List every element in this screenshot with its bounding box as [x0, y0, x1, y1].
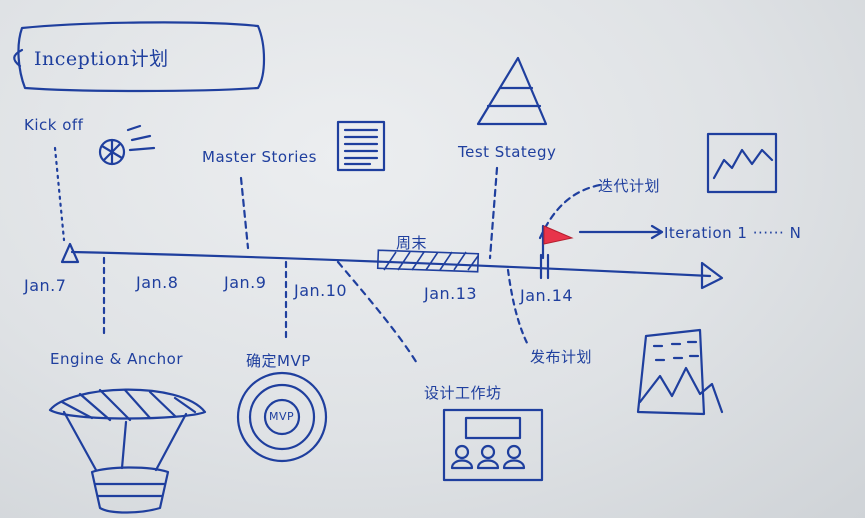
workshop-board-icon: [442, 408, 544, 482]
date-label: Jan.13: [424, 284, 478, 303]
confirm-mvp-label: 确定MVP: [246, 352, 311, 370]
weekend-hatch: [376, 249, 480, 273]
date-label: Jan.10: [294, 281, 348, 300]
kickoff-label: Kick off: [24, 116, 84, 134]
plan-title: Inception计划: [34, 48, 169, 70]
title-frame: [17, 21, 266, 93]
line-chart-icon: [706, 132, 778, 194]
iteration-arrow: [578, 224, 664, 240]
iteration-plan-label: 迭代计划: [598, 177, 661, 195]
start-triangle: [60, 242, 80, 264]
break-marks: [539, 253, 550, 280]
test-strategy-dashed-line: [488, 166, 499, 260]
release-plan-label: 发布计划: [530, 348, 593, 366]
mvp-target-icon: [236, 371, 328, 463]
engine-anchor-label: Engine & Anchor: [50, 350, 184, 368]
timeline-axis: [70, 250, 712, 278]
master-stories-dashed-line: [239, 176, 250, 250]
timeline-arrowhead: [700, 261, 724, 290]
red-flag: [543, 225, 574, 245]
kickoff-dotted-line: [53, 146, 66, 242]
master-stories-label: Master Stories: [202, 148, 317, 166]
title-brace: [13, 48, 24, 68]
date-label: Jan.9: [224, 273, 267, 292]
weekend-label: 周末: [396, 234, 428, 252]
pyramid-icon: [476, 56, 548, 126]
design-workshop-label: 设计工作坊: [424, 384, 502, 402]
release-dashed-line: [506, 268, 530, 347]
design-dashed-line: [336, 260, 420, 367]
iteration-label: Iteration 1 ······ N: [664, 224, 802, 242]
date-label: Jan.8: [136, 273, 179, 292]
mvp-badge-label: MVP: [269, 410, 295, 423]
test-strategy-label: Test Stategy: [458, 143, 557, 161]
document-icon: [336, 120, 386, 172]
building-icon: [636, 328, 706, 416]
date-label: Jan.7: [24, 276, 67, 295]
date-label: Jan.14: [520, 286, 574, 305]
